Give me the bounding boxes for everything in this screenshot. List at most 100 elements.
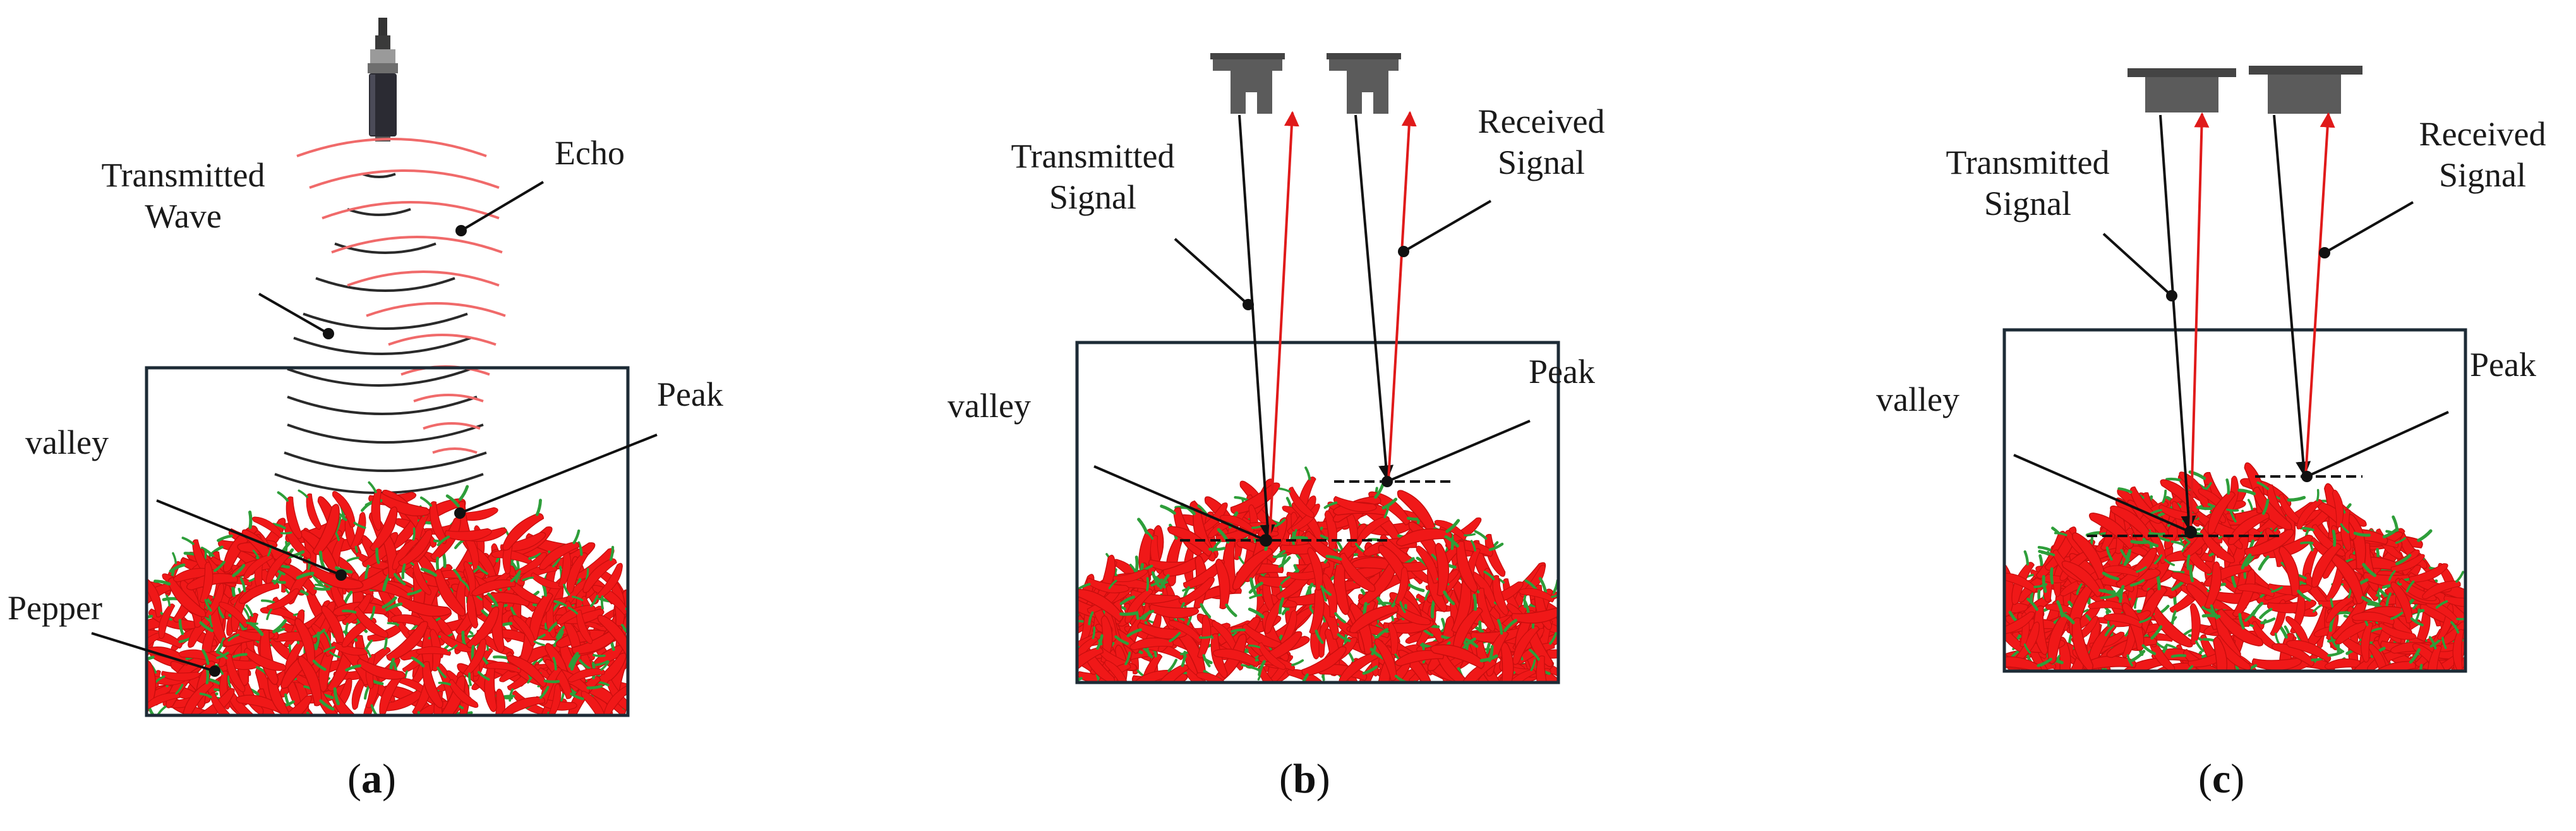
pepper (502, 686, 550, 715)
transmitted-arc (287, 368, 471, 387)
pepper (232, 647, 287, 671)
panel-c (2002, 66, 2467, 673)
pepper (596, 562, 623, 610)
pepper (420, 567, 466, 617)
pepper (1529, 648, 1551, 682)
echo-signal-path (1268, 111, 1299, 539)
leader-transmitted (1174, 238, 1249, 306)
pepper (2425, 600, 2465, 625)
pepper (567, 607, 593, 645)
echo-arc (347, 270, 500, 287)
peak-label: Peak (2470, 346, 2536, 384)
leader-pepper (91, 632, 215, 672)
caption-open: ( (347, 756, 361, 802)
transmitted-arc (362, 173, 396, 178)
echo-arc (366, 302, 506, 317)
pepper (1215, 559, 1237, 617)
pepper (249, 622, 279, 685)
label-line-2: Signal (1983, 184, 2071, 222)
pepper (2061, 561, 2116, 598)
pepper (1444, 535, 1478, 593)
pepper (1503, 607, 1558, 633)
label-line-1: Received (2419, 115, 2546, 153)
pepper (2122, 602, 2157, 655)
pepper (323, 641, 370, 656)
pepper (238, 571, 282, 604)
pepper (1108, 569, 1148, 590)
pepper (436, 528, 492, 547)
label-line-2: Wave (145, 197, 222, 235)
pepper (2232, 569, 2256, 629)
pepper (182, 668, 214, 715)
pepper (2286, 640, 2343, 663)
pepper (270, 695, 312, 715)
pepper (1278, 487, 1315, 518)
transmitted-arc (287, 423, 484, 444)
pepper (2189, 603, 2205, 652)
pepper (2388, 554, 2425, 581)
receiver-sensor (2249, 66, 2362, 114)
pepper (312, 504, 340, 569)
pepper (541, 657, 562, 705)
pepper (2351, 611, 2404, 626)
pepper (545, 658, 584, 700)
ultrasonic-sensor (368, 18, 398, 142)
pepper-pile (2004, 462, 2465, 671)
leader-valley (2013, 454, 2191, 533)
pepper (1077, 634, 1104, 679)
transmitted-arc (315, 277, 455, 292)
pepper (582, 545, 617, 593)
pepper (547, 683, 562, 715)
pepper (2072, 532, 2119, 581)
pepper (2104, 613, 2152, 628)
pepper (147, 684, 184, 710)
pepper (158, 594, 176, 640)
transmitter-sensor (1210, 53, 1285, 114)
pepper (2160, 479, 2213, 514)
pepper (1077, 588, 1138, 622)
pepper (2364, 648, 2421, 671)
pepper (2236, 583, 2284, 598)
pepper (311, 624, 340, 658)
transmitted-arc (284, 451, 487, 472)
leader-peak (459, 434, 658, 514)
echo-arc (413, 394, 484, 403)
transmitter-sensor (2128, 68, 2236, 112)
pepper (368, 481, 382, 531)
transmitted-wave-label: Transmitted Wave (76, 155, 291, 237)
pepper (2088, 513, 2149, 550)
pepper (1077, 577, 1129, 593)
pepper (2311, 530, 2342, 588)
pepper (2207, 478, 2236, 535)
pepper (1139, 604, 1200, 620)
pepper (471, 570, 521, 597)
transmitted-signal-label: Transmitted Signal (1920, 142, 2135, 224)
transmitted-signal-path (2159, 114, 2196, 531)
pepper (153, 577, 207, 617)
pepper (2201, 608, 2264, 646)
transmitted-arc (293, 336, 471, 355)
leader-valley (156, 499, 342, 576)
caption-letter: b (1292, 756, 1316, 802)
pepper (2213, 636, 2227, 671)
caption-b: (b) (1279, 755, 1330, 803)
echo-arc (309, 169, 500, 189)
caption-c: (c) (2198, 755, 2244, 803)
label-line-2: Signal (2438, 155, 2526, 194)
caption-close: ) (1316, 756, 1330, 802)
peak-label: Peak (657, 375, 723, 413)
valley-label: valley (1876, 380, 1959, 418)
pepper (2296, 488, 2323, 530)
pepper (2427, 636, 2442, 671)
pepper (2116, 547, 2157, 604)
leader-peak (1387, 420, 1531, 483)
pepper (438, 679, 479, 708)
wave-arcs (274, 138, 506, 494)
transmitted-signal-path-2 (2273, 114, 2311, 477)
label-line-1: Transmitted (1011, 137, 1175, 175)
pepper (1113, 578, 1164, 592)
echo-arc (296, 138, 487, 157)
pepper (463, 638, 486, 686)
echo-arc (322, 201, 500, 220)
